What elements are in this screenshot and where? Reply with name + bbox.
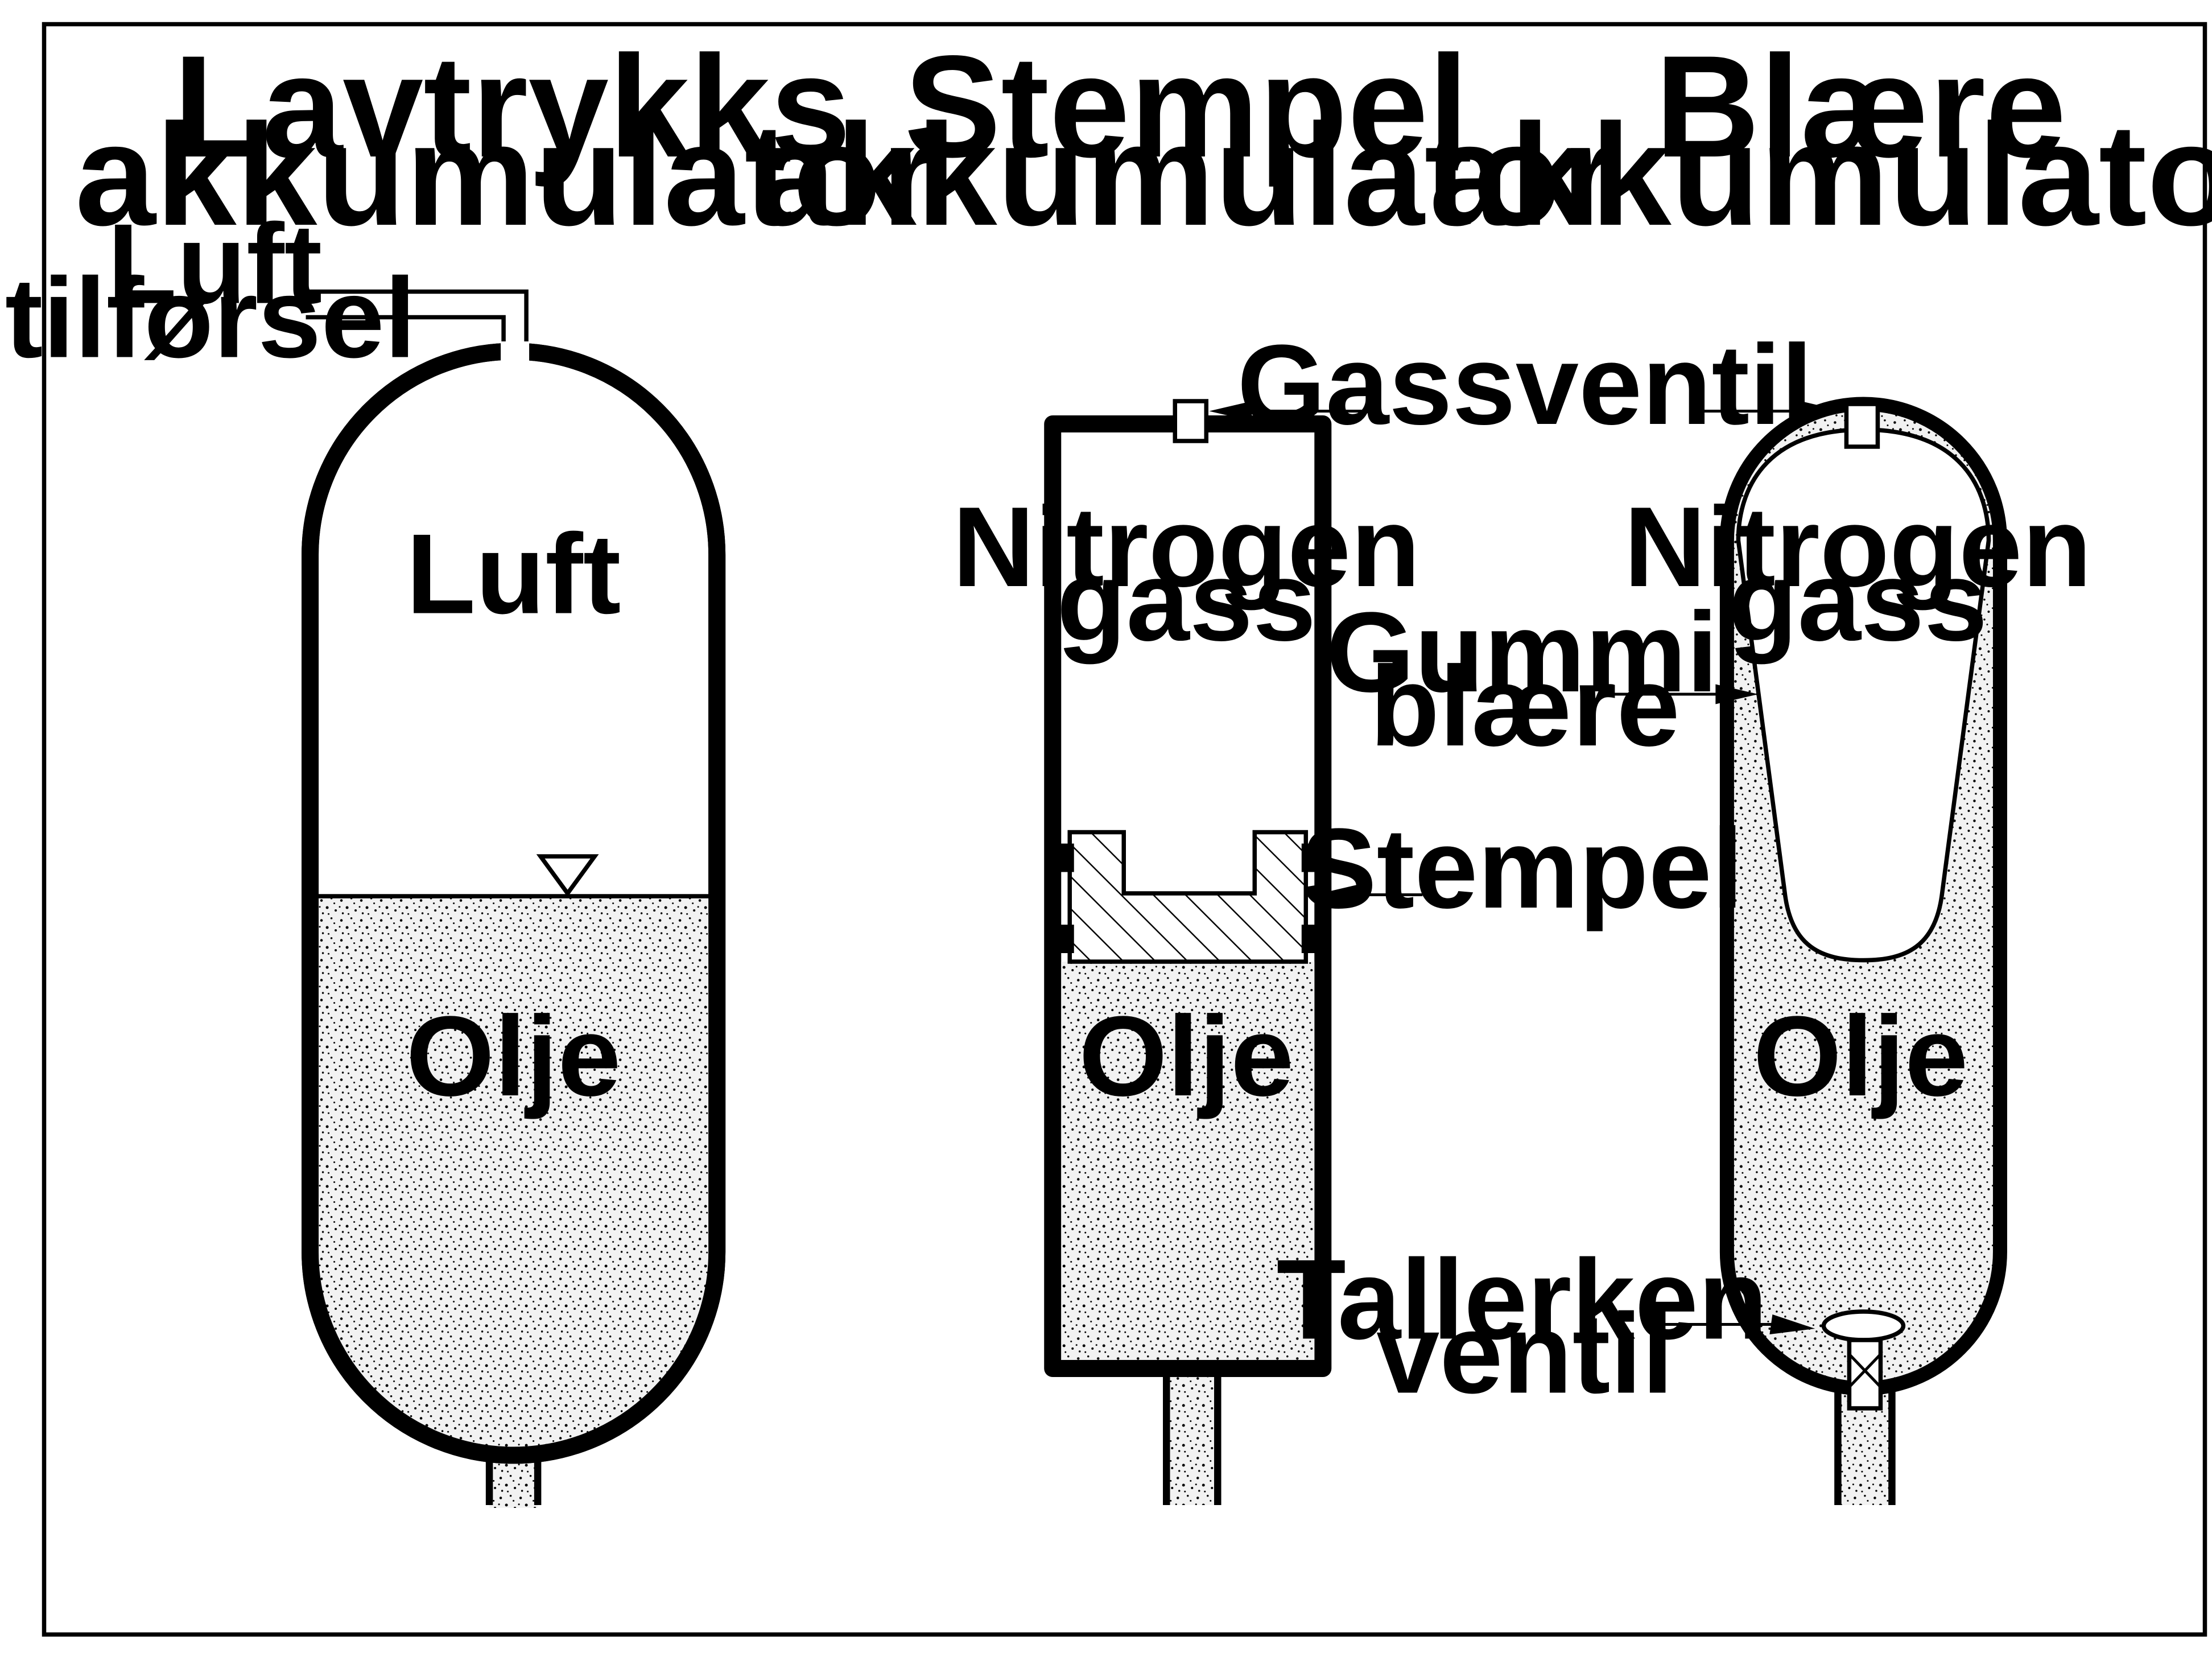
poppet-valve-icon [1821, 1309, 1906, 1342]
title-bladder-line2: akkumulator [1429, 94, 2212, 256]
piston-gas-label-line2: gass [1057, 538, 1316, 665]
gas-valve-arrow-right-icon [1801, 401, 1844, 421]
poppet-valve-stem [1847, 1338, 1883, 1411]
title-low-pressure-line2: akkumulator [75, 94, 938, 256]
oil-label-piston: Olje [1079, 993, 1294, 1120]
piston-seal-right-bottom [1301, 925, 1322, 953]
piston-seal-left-top [1054, 843, 1074, 872]
diagram-frame [42, 22, 2207, 1637]
gas-valve-arrow-left-icon [1209, 401, 1252, 421]
rubber-bladder-label-line2: blære [1370, 643, 1680, 770]
gas-valve-label: Gassventil [1237, 321, 1813, 448]
oil-label-low-pressure: Olje [406, 993, 621, 1120]
air-supply-label-line1: Luft [108, 201, 323, 328]
poppet-valve-label-line1: Tallerken [1277, 1236, 1768, 1363]
piston-accumulator: Nitrogen gass Olje [952, 399, 1420, 1505]
title-low-pressure-line1: Lavtrykks [174, 26, 851, 188]
piston-outlet-pipe [1166, 1368, 1218, 1505]
piston-gas-valve-icon [1173, 399, 1209, 443]
air-supply-label-line2: tilførsel [5, 255, 416, 382]
rubber-bladder-arrow-icon [1715, 684, 1759, 704]
air-supply-pipe [306, 289, 529, 363]
title-piston-line1: Stempel [904, 26, 1468, 188]
bladder-gas-label-line2: gass [1728, 538, 1987, 665]
oil-label-bladder: Olje [1753, 993, 1968, 1120]
oil-level-marker-icon [536, 854, 599, 897]
low-pressure-oil [310, 896, 717, 1456]
piston-seal-right-top [1301, 843, 1322, 872]
callouts: Gassventil Gummi blære Stempel Tallerken… [1209, 321, 1844, 1417]
poppet-valve-label-line2: ventil [1376, 1291, 1673, 1417]
piston [1067, 830, 1309, 964]
bladder-gas-valve-icon [1844, 402, 1880, 449]
low-pressure-accumulator: Luft tilførsel Luft Olje [5, 201, 726, 1508]
rubber-bladder [1736, 427, 1991, 963]
poppet-valve-arrow-icon [1769, 1314, 1815, 1334]
air-label: Luft [406, 511, 621, 638]
piston-seal-left-bottom [1054, 925, 1074, 953]
piston-label: Stempel [1301, 805, 1743, 932]
piston-gas-label-line1: Nitrogen [952, 484, 1420, 611]
bladder-accumulator: Nitrogen gass Olje [1624, 397, 2092, 1505]
title-bladder-line1: Blære [1655, 26, 2066, 188]
bladder-gas-label-line1: Nitrogen [1624, 484, 2091, 611]
title-piston-line2: akkumulator [755, 94, 1617, 256]
piston-oil [1061, 962, 1315, 1360]
piston-arrow-icon [1314, 885, 1357, 905]
